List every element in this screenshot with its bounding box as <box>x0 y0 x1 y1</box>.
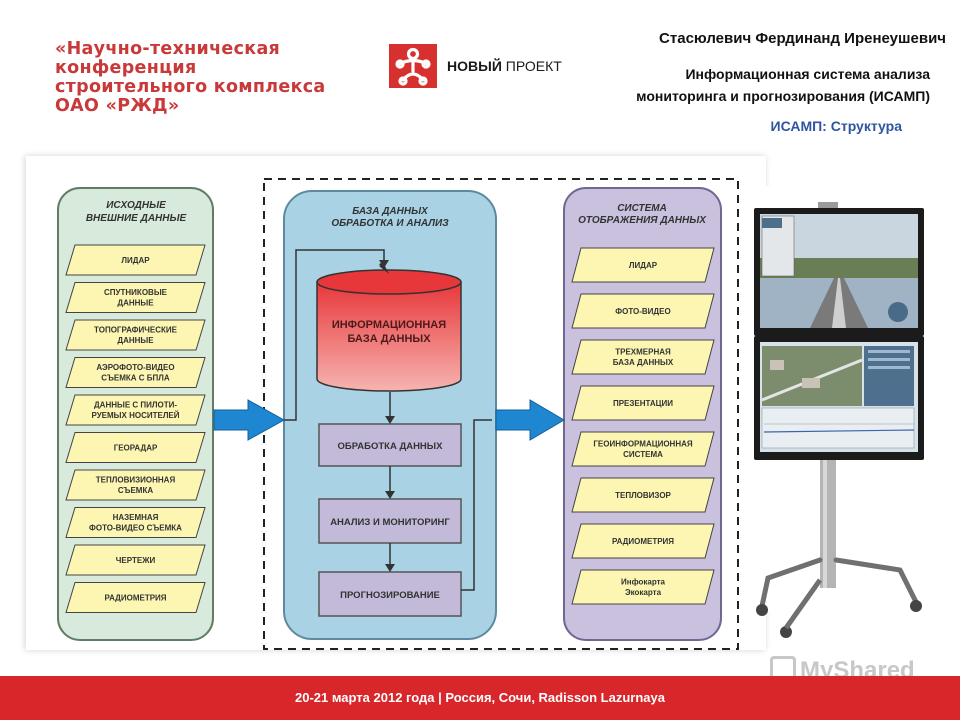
display-item-label: СИСТЕМА <box>623 450 663 459</box>
footer-bar <box>0 676 960 720</box>
left-panel-title: ВНЕШНИЕ ДАННЫЕ <box>86 213 187 224</box>
output-arrow-icon <box>495 399 565 441</box>
new-project-bold: НОВЫЙ <box>447 58 502 74</box>
display-item-label: ГЕОИНФОРМАЦИОННАЯ <box>593 440 692 449</box>
source-item-label: ФОТО-ВИДЕО СЪЕМКА <box>89 524 182 533</box>
display-item-box <box>571 477 715 513</box>
source-item-box <box>65 507 206 538</box>
center-panel-title: БАЗА ДАННЫХ <box>352 206 429 217</box>
display-item-label: ПРЕЗЕНТАЦИИ <box>613 399 673 408</box>
flow-connectors <box>284 249 492 591</box>
lower-monitor <box>754 336 924 460</box>
conference-title-line: ОАО «РЖД» <box>55 96 180 116</box>
source-item-box <box>65 469 206 501</box>
source-item-label: РУЕМЫХ НОСИТЕЛЕЙ <box>91 411 179 420</box>
source-item-label: СЪЕМКА С БПЛА <box>101 374 170 383</box>
source-item-box <box>65 544 206 576</box>
source-item-box <box>65 282 206 313</box>
source-item-label: СПУТНИКОВЫЕ <box>104 288 168 297</box>
system-title-line1: Информационная система анализа <box>685 66 930 82</box>
left-items-group: ЛИДАРСПУТНИКОВЫЕДАННЫЕТОПОГРАФИЧЕСКИЕДАН… <box>65 244 206 613</box>
display-item-label: БАЗА ДАННЫХ <box>613 358 674 367</box>
source-item-label: ДАННЫЕ С ПИЛОТИ- <box>94 401 177 410</box>
display-item-label: ТРЕХМЕРНАЯ <box>615 348 671 357</box>
step-label: ОБРАБОТКА ДАННЫХ <box>338 441 444 452</box>
footer-text: 20-21 марта 2012 года | Россия, Сочи, Ra… <box>295 690 665 705</box>
source-item-label: ЛИДАР <box>121 256 150 265</box>
display-item-box <box>571 293 715 329</box>
database-cylinder <box>316 269 462 392</box>
conference-title: «Научно-техническая конференция строител… <box>55 40 375 116</box>
display-item-label: ФОТО-ВИДЕО <box>615 307 670 316</box>
monitor-kiosk-image <box>754 202 924 638</box>
source-item-label: ТЕПЛОВИЗИОННАЯ <box>96 476 176 485</box>
source-item-box <box>65 244 206 276</box>
source-item-label: ГЕОРАДАР <box>114 443 158 452</box>
input-arrow-icon <box>213 399 286 441</box>
source-item-label: ДАННЫЕ <box>117 336 154 345</box>
project-logo-icon <box>389 44 437 88</box>
source-item-box <box>65 319 206 351</box>
right-panel-title: ОТОБРАЖЕНИЯ ДАННЫХ <box>578 215 707 226</box>
conference-title-line: «Научно-техническая <box>55 39 281 59</box>
conference-title-line: строительного комплекса <box>55 77 326 97</box>
display-item-label: ЛИДАР <box>629 261 658 270</box>
display-item-box <box>571 569 715 605</box>
source-item-label: ДАННЫЕ <box>117 299 154 308</box>
source-item-box <box>65 432 206 463</box>
database-label: ИНФОРМАЦИОННАЯ <box>332 319 446 331</box>
display-item-box <box>571 385 715 421</box>
source-item-label: ТОПОГРАФИЧЕСКИЕ <box>94 326 178 335</box>
source-item-label: СЪЕМКА <box>118 486 154 495</box>
source-item-label: РАДИОМЕТРИЯ <box>104 593 166 602</box>
center-panel-title: ОБРАБОТКА И АНАЛИЗ <box>331 218 449 229</box>
source-item-label: НАЗЕМНАЯ <box>113 513 159 522</box>
step-label: ПРОГНОЗИРОВАНИЕ <box>340 590 440 601</box>
display-item-box <box>571 339 715 375</box>
structure-diagram: ИСХОДНЫЕ ВНЕШНИЕ ДАННЫЕ БАЗА ДАННЫХ ОБРА… <box>57 178 739 650</box>
conference-title-line: конференция <box>55 58 197 78</box>
display-item-box <box>571 247 715 283</box>
source-item-box <box>65 582 206 613</box>
display-item-box <box>571 523 715 559</box>
slide-subtitle: ИСАМП: Структура <box>770 118 902 134</box>
display-item-label: Экокарта <box>625 588 662 597</box>
flow-arrowheads <box>379 260 395 572</box>
source-item-box <box>65 357 206 388</box>
source-item-label: ЧЕРТЕЖИ <box>116 556 156 565</box>
database-label: БАЗА ДАННЫХ <box>347 333 431 345</box>
display-item-box <box>571 431 715 467</box>
source-item-label: АЭРОФОТО-ВИДЕО <box>96 363 174 372</box>
right-panel-title: СИСТЕМА <box>617 203 667 214</box>
new-project-label: НОВЫЙ ПРОЕКТ <box>447 58 562 74</box>
left-panel-title: ИСХОДНЫЕ <box>106 200 166 211</box>
author-name: Стасюлевич Фердинанд Иренеушевич <box>659 30 946 47</box>
step-label: АНАЛИЗ И МОНИТОРИНГ <box>330 517 450 528</box>
source-item-box <box>65 394 206 426</box>
display-item-label: РАДИОМЕТРИЯ <box>612 537 674 546</box>
upper-monitor <box>754 208 924 336</box>
step-box-forecast <box>318 571 462 617</box>
display-item-label: Инфокарта <box>621 578 666 587</box>
new-project-rest: ПРОЕКТ <box>501 58 562 74</box>
display-item-label: ТЕПЛОВИЗОР <box>615 491 671 500</box>
system-title-line2: мониторинга и прогнозирования (ИСАМП) <box>636 88 930 104</box>
